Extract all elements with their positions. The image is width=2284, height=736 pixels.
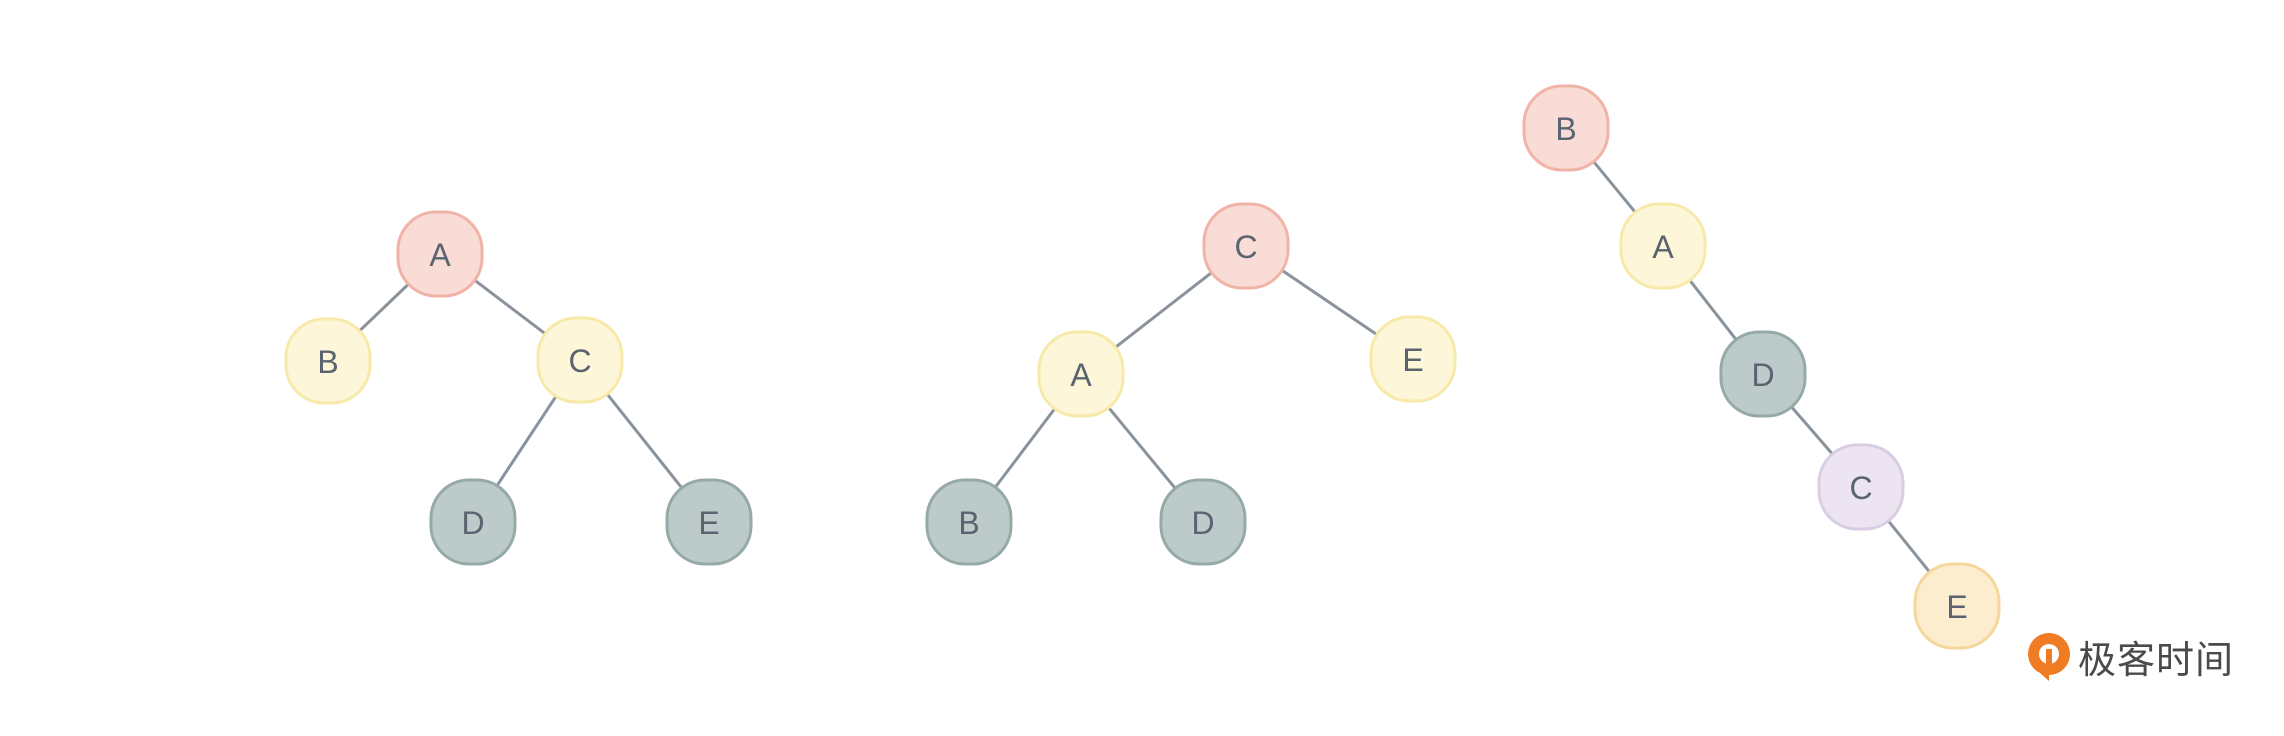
tree-2: C A E B D (925, 202, 1457, 566)
edge-B-A (1591, 159, 1638, 215)
tree-3: B A D C E (1522, 84, 2001, 650)
node-label: A (1652, 229, 1674, 265)
node-shape (1817, 443, 1905, 531)
edge-A-B (357, 281, 411, 334)
tree-node-e: E (665, 478, 753, 566)
node-label: B (958, 505, 979, 541)
node-shape (1619, 202, 1707, 290)
tree-node-b: B (925, 478, 1013, 566)
node-label: A (429, 237, 451, 273)
node-label: E (698, 505, 719, 541)
node-label: D (1751, 357, 1774, 393)
tree-node-b: B (284, 317, 372, 405)
edge-C-E (1279, 268, 1380, 337)
node-shape (284, 317, 372, 405)
tree-node-d: D (1159, 478, 1247, 566)
tree-node-c: C (1202, 202, 1290, 290)
tree-1: A B C D E (284, 210, 753, 566)
tree-node-e: E (1913, 562, 2001, 650)
logo-text: 极客时间 (2077, 638, 2234, 682)
node-shape (1369, 315, 1457, 403)
tree-node-d: D (1719, 330, 1807, 418)
node-shape (396, 210, 484, 298)
geektime-logo: 极客时间 (2026, 629, 2234, 684)
edge-C-E (604, 391, 685, 491)
node-label: B (317, 344, 338, 380)
geektime-logo-icon (2027, 632, 2070, 681)
node-label: D (461, 505, 484, 541)
node-label: E (1402, 342, 1423, 378)
edge-A-D (1106, 405, 1178, 491)
node-shape (1202, 202, 1290, 290)
edge-A-D (1687, 278, 1739, 342)
node-label: C (1234, 229, 1257, 265)
edge-A-B (993, 406, 1057, 490)
node-shape (1159, 478, 1247, 566)
node-shape (1719, 330, 1807, 418)
tree-node-a: A (1619, 202, 1707, 290)
tree-node-b: B (1522, 84, 1610, 172)
tree-node-e: E (1369, 315, 1457, 403)
edge-C-D (494, 394, 559, 488)
node-shape (1913, 562, 2001, 650)
node-shape (536, 316, 624, 404)
node-label: E (1946, 589, 1967, 625)
edge-C-A (1113, 270, 1214, 350)
tree-node-a: A (1037, 330, 1125, 418)
node-shape (429, 478, 517, 566)
edge-D-C (1789, 404, 1835, 457)
node-label: A (1070, 357, 1092, 393)
node-shape (925, 478, 1013, 566)
edge-C-E (1886, 518, 1932, 575)
node-shape (665, 478, 753, 566)
node-shape (1522, 84, 1610, 172)
node-shape (1037, 330, 1125, 418)
tree-node-d: D (429, 478, 517, 566)
edge-A-C (472, 278, 548, 336)
node-label: B (1555, 111, 1576, 147)
tree-node-c: C (536, 316, 624, 404)
node-label: D (1191, 505, 1214, 541)
node-label: C (568, 343, 591, 379)
tree-node-c: C (1817, 443, 1905, 531)
tree-node-a: A (396, 210, 484, 298)
node-label: C (1849, 470, 1872, 506)
